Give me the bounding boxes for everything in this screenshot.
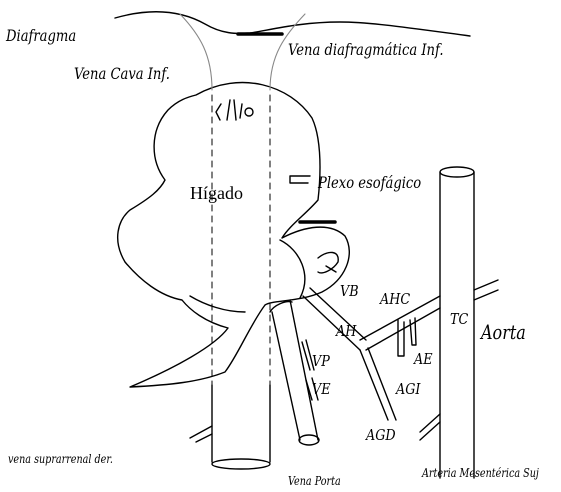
esophageal-stub — [290, 176, 310, 183]
label-agd: AGD — [366, 426, 396, 444]
label-vb: VB — [340, 282, 359, 300]
label-vp: VP — [312, 352, 330, 370]
liver-lobe-detail — [280, 240, 305, 298]
suprarrenal-vein — [190, 426, 212, 442]
portal-vein — [272, 300, 318, 440]
aorta-top — [440, 167, 474, 177]
label-vena-cava: Vena Cava Inf. — [74, 64, 170, 83]
vena-cava-end — [212, 459, 270, 469]
label-vena-suprarrenal: vena suprarrenal der. — [8, 452, 113, 466]
label-agi: AGI — [396, 380, 420, 398]
mesenteric-artery — [420, 414, 440, 440]
label-aorta: Aorta — [481, 320, 526, 344]
label-tc: TC — [450, 310, 468, 328]
label-ahc: AHC — [380, 290, 410, 308]
hepatic-vein-openings — [216, 100, 253, 120]
label-ae: AE — [414, 350, 433, 368]
liver-lobe-detail-2 — [190, 296, 245, 312]
label-ve: VE — [312, 380, 331, 398]
label-diafragma: Diafragma — [6, 26, 76, 45]
vena-cava-top — [180, 14, 305, 90]
ahc-branch — [474, 280, 498, 300]
gallbladder — [318, 252, 338, 272]
label-higado: Hígado — [190, 183, 243, 204]
label-ah: AH — [336, 322, 356, 340]
liver-outline — [118, 83, 350, 387]
vena-cava-bottom — [212, 385, 270, 462]
portal-vein-end — [299, 435, 319, 445]
diaphragm-line — [115, 12, 470, 36]
label-arteria-mesenterica: Arteria Mesentérica Suj — [422, 466, 539, 480]
label-plexo: Plexo esofágico — [318, 173, 421, 192]
label-vena-porta: Vena Porta — [288, 474, 341, 488]
label-vena-diafragmatica: Vena diafragmática Inf. — [288, 40, 444, 59]
agd-artery — [360, 348, 396, 420]
